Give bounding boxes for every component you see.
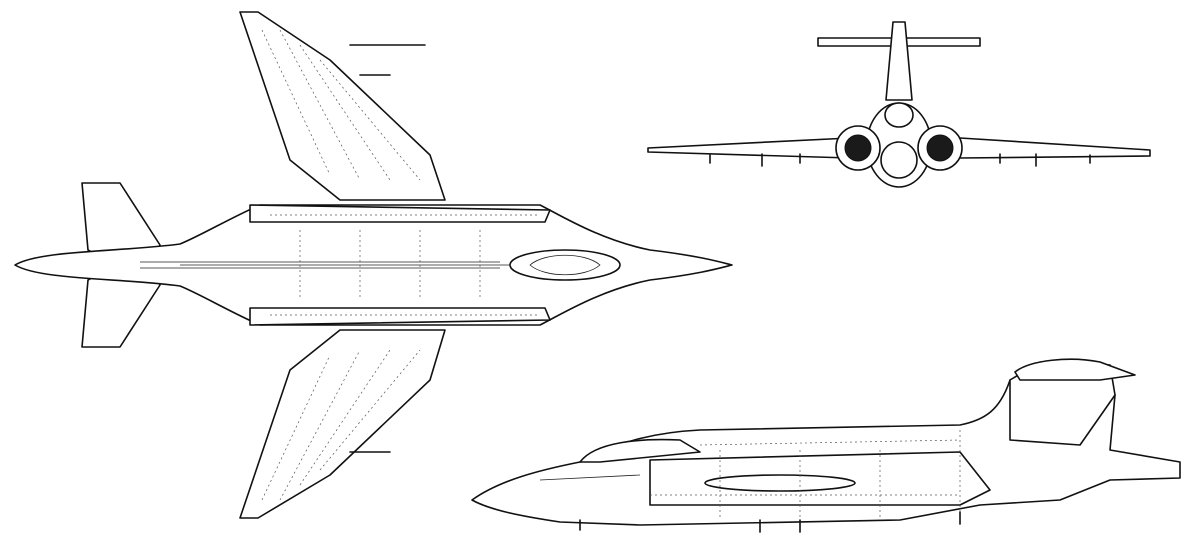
side-fuselage (471, 379, 1181, 526)
plan-upper-wing (239, 11, 446, 201)
side-tailplane (1014, 358, 1136, 381)
front-fin (885, 21, 913, 101)
side-canopy (579, 438, 701, 463)
front-view (647, 21, 1151, 188)
plan-canopy (509, 249, 621, 281)
plan-upper-nacelle (249, 204, 551, 223)
plan-lower-wing (239, 329, 446, 519)
plan-view (14, 11, 733, 519)
plan-lower-nacelle (249, 307, 551, 326)
side-view (471, 358, 1181, 533)
